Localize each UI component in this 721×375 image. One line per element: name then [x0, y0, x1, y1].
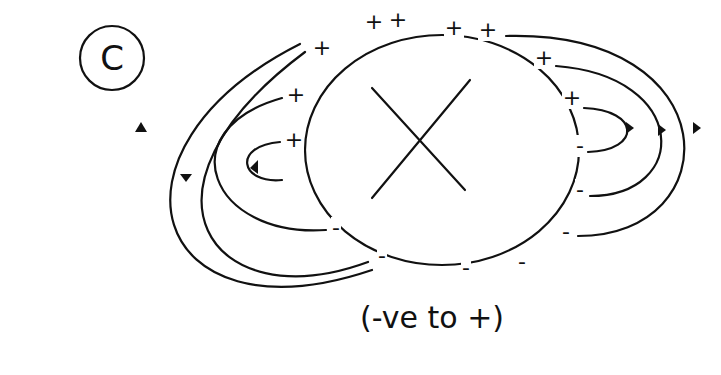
charge-sign: +: [364, 11, 384, 33]
charge-sign: -: [331, 217, 341, 239]
charge-sign: +: [562, 87, 582, 109]
field-line: [506, 36, 684, 236]
field-line: [247, 142, 282, 180]
figure-letter: C: [99, 41, 125, 75]
field-line: [215, 98, 326, 230]
label-circle: [80, 26, 144, 90]
charge-sign: +: [284, 129, 304, 151]
conductor-circle: [305, 35, 579, 265]
charge-sign: -: [517, 251, 527, 273]
direction-note: (-ve to +): [359, 303, 505, 333]
field-line: [170, 44, 372, 287]
charge-sign: -: [561, 221, 571, 243]
charge-sign: +: [388, 9, 408, 31]
charge-sign: +: [534, 47, 554, 69]
charge-sign: -: [377, 245, 387, 267]
charge-sign: +: [444, 17, 464, 39]
charge-sign: +: [478, 19, 498, 41]
field-line: [202, 52, 368, 276]
field-line: [556, 66, 661, 196]
charge-sign: -: [575, 135, 585, 157]
into-page-cross: [372, 80, 470, 198]
charge-sign: -: [575, 179, 585, 201]
field-arrows: [135, 122, 701, 182]
charge-sign: -: [461, 257, 471, 279]
field-line: [584, 108, 627, 152]
charge-sign: +: [312, 37, 332, 59]
charge-sign: +: [286, 84, 306, 106]
